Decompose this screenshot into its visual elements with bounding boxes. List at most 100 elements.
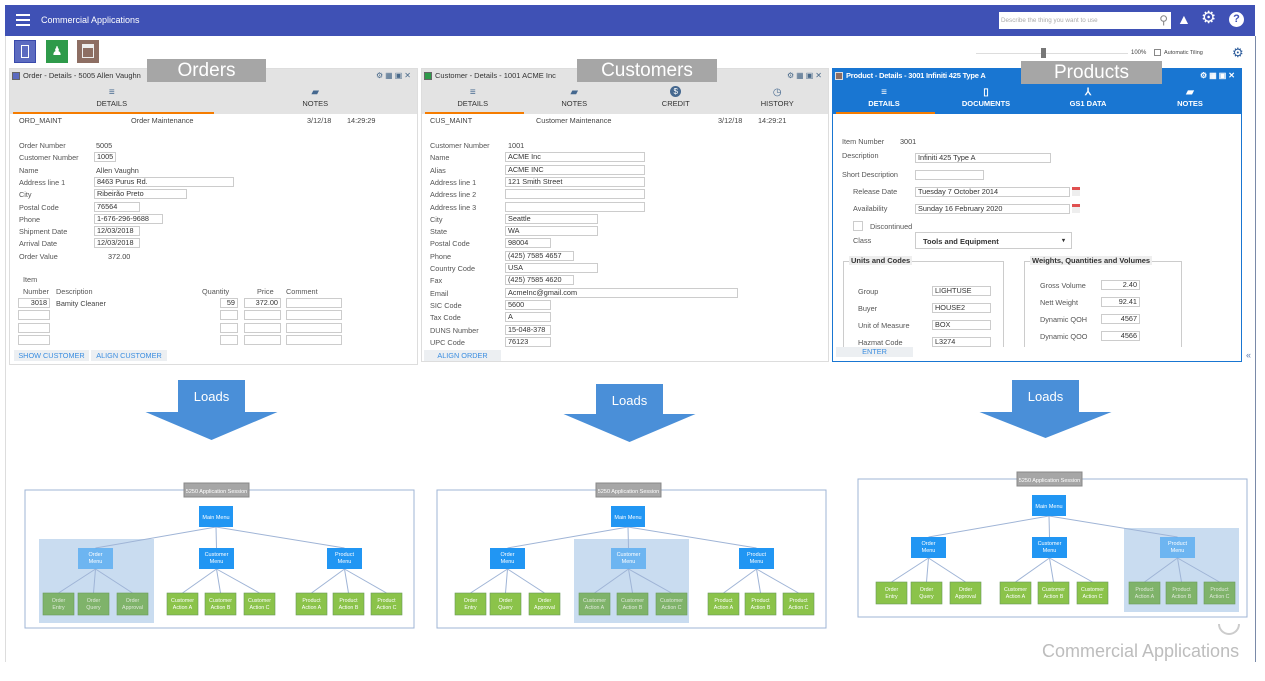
address-line-1-field[interactable]: 8463 Purus Rd. <box>94 176 234 187</box>
country-code-field[interactable]: USA <box>505 263 598 273</box>
settings-gear-icon[interactable]: ⚙ <box>1201 8 1217 27</box>
price-field[interactable] <box>244 322 281 333</box>
shipment-date-field[interactable]: 12/03/2018 <box>94 226 140 237</box>
quantity-field[interactable] <box>220 310 238 321</box>
enter-button[interactable]: ENTER <box>836 347 913 357</box>
window-border <box>1255 36 1256 662</box>
address-line-1-field[interactable]: 121 Smith Street <box>505 176 645 187</box>
description-field[interactable]: Infiniti 425 Type A <box>915 153 1051 163</box>
address-line-3-field[interactable] <box>505 201 645 212</box>
tab-notes[interactable]: ▰NOTES <box>1139 83 1241 114</box>
search-placeholder: Describe the thing you want to use <box>1001 17 1098 24</box>
calendar-icon[interactable] <box>1072 187 1080 196</box>
tab-details[interactable]: ≡DETAILS <box>10 83 214 114</box>
window-controls[interactable]: ⚙▦▣✕ <box>376 71 413 80</box>
item-number-field[interactable] <box>18 322 50 333</box>
tab-details[interactable]: ≡DETAILS <box>833 83 935 114</box>
search-icon[interactable]: ⚲ <box>1159 13 1168 27</box>
tab-history[interactable]: ◷HISTORY <box>727 83 829 114</box>
release-date-field[interactable]: Tuesday 7 October 2014 <box>915 187 1070 197</box>
nett-weight-field[interactable]: 92.41 <box>1101 297 1140 307</box>
tab-credit[interactable]: $CREDIT <box>625 83 727 114</box>
workspace-settings-gear-icon[interactable]: ⚙ <box>1232 45 1244 60</box>
state-field[interactable]: WA <box>505 226 598 237</box>
auto-tiling-checkbox[interactable] <box>1154 49 1161 56</box>
item-description: Bamity Cleaner <box>56 299 106 308</box>
gross-volume-field[interactable]: 2.40 <box>1101 280 1140 290</box>
products-app-icon[interactable] <box>77 40 99 63</box>
app-bar: Commercial Applications Describe the thi… <box>5 5 1255 36</box>
city-field[interactable]: Seattle <box>505 213 598 224</box>
fax-field[interactable]: (425) 7585 4620 <box>505 275 574 286</box>
gross-volume-label: Gross Volume <box>1040 281 1086 290</box>
window-controls[interactable]: ⚙▦▣✕ <box>787 71 824 80</box>
item-number-field[interactable] <box>18 335 50 346</box>
address-line-2-field[interactable] <box>505 189 645 200</box>
buyer-field[interactable]: HOUSE2 <box>932 303 991 313</box>
tab-notes[interactable]: ▰NOTES <box>524 83 626 114</box>
upc-code-field[interactable]: 76123 <box>505 336 551 347</box>
hazmat-code-field[interactable]: L3274 <box>932 337 991 347</box>
align-customer-button[interactable]: ALIGN CUSTOMER <box>91 350 167 361</box>
duns-number-field[interactable]: 15-048-378 <box>505 324 551 335</box>
collapse-icon[interactable]: « <box>1246 350 1252 360</box>
name-field[interactable]: ACME Inc <box>505 152 645 163</box>
help-icon[interactable]: ? <box>1229 12 1244 27</box>
order-value-label: Order Value <box>19 251 58 261</box>
comment-field[interactable] <box>286 298 342 308</box>
quantity-field[interactable] <box>220 335 238 346</box>
short-description-field[interactable] <box>915 170 984 180</box>
tab-details[interactable]: ≡DETAILS <box>422 83 524 114</box>
align-order-button[interactable]: ALIGN ORDER <box>424 350 501 361</box>
shipment-date-label: Shipment Date <box>19 227 68 237</box>
comment-field[interactable] <box>286 310 342 321</box>
zoom-slider-thumb[interactable] <box>1041 48 1047 58</box>
class-select[interactable]: Tools and Equipment▾ <box>915 232 1072 249</box>
search-input[interactable]: Describe the thing you want to use ⚲ <box>999 12 1171 29</box>
loads-arrow <box>145 380 278 440</box>
tab-notes[interactable]: ▰NOTES <box>214 83 418 114</box>
tab-gs1-data[interactable]: ⅄GS1 DATA <box>1037 83 1139 114</box>
discontinued-checkbox[interactable] <box>853 221 863 231</box>
orders-app-icon[interactable] <box>14 40 36 63</box>
price-field[interactable] <box>244 335 281 346</box>
dynamic-qoh-field[interactable]: 4567 <box>1101 314 1140 324</box>
tab-documents[interactable]: ▯DOCUMENTS <box>935 83 1037 114</box>
item-number-field[interactable] <box>18 310 50 321</box>
postal-code-field[interactable]: 98004 <box>505 238 551 249</box>
postal-code-field[interactable]: 76564 <box>94 201 140 212</box>
comment-field[interactable] <box>286 335 342 346</box>
header-date: 3/12/18 <box>718 116 743 125</box>
comment-field[interactable] <box>286 322 342 333</box>
show-customer-button[interactable]: SHOW CUSTOMER <box>14 350 89 361</box>
city-field[interactable]: Ribeirão Preto <box>94 189 187 200</box>
customers-app-icon[interactable]: ♟ <box>46 40 68 63</box>
tab-label: DETAILS <box>868 99 900 108</box>
dynamic-qoo-field[interactable]: 4566 <box>1101 331 1140 341</box>
tax-code-field[interactable]: A <box>505 312 551 323</box>
release-date-label: Release Date <box>853 187 898 196</box>
window-controls[interactable]: ⚙▦▣✕ <box>1200 71 1237 80</box>
menu-node <box>611 548 646 569</box>
availability-field[interactable]: Sunday 16 February 2020 <box>915 204 1070 214</box>
alias-field[interactable]: ACME INC <box>505 164 645 175</box>
zoom-slider-track[interactable] <box>976 53 1128 54</box>
price-field[interactable]: 372.00 <box>244 298 281 308</box>
calendar-icon[interactable] <box>1072 204 1080 213</box>
hamburger-menu-icon[interactable] <box>16 14 30 26</box>
arrival-date-field[interactable]: 12/03/2018 <box>94 238 140 249</box>
item-number-field[interactable]: 3018 <box>18 298 50 308</box>
phone-field[interactable]: 1-676-296-9688 <box>94 213 163 224</box>
themes-icon[interactable]: ▲ <box>1177 11 1191 27</box>
unit-of-measure-field[interactable]: BOX <box>932 320 991 330</box>
customer-number-field[interactable]: 1005 <box>94 152 116 163</box>
quantity-field[interactable]: 59 <box>220 298 238 308</box>
group-field[interactable]: LIGHTUSE <box>932 286 991 296</box>
phone-field[interactable]: (425) 7585 4657 <box>505 250 574 261</box>
quantity-field[interactable] <box>220 322 238 333</box>
sic-code-field[interactable]: 5600 <box>505 299 551 310</box>
address-line-2-label: Address line 2 <box>430 190 477 200</box>
email-field[interactable]: AcmeInc@gmail.com <box>505 287 738 298</box>
price-field[interactable] <box>244 310 281 321</box>
